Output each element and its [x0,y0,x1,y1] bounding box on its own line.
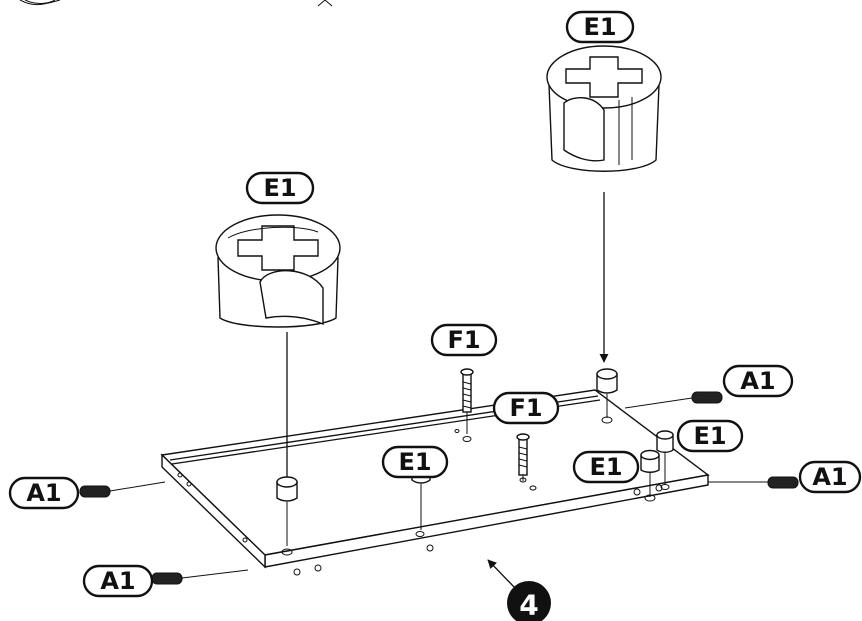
label-a1-bottom-left: A1 [82,564,154,598]
svg-text:A1: A1 [812,463,847,491]
step-number-badge [507,581,551,621]
label-a1-right: A1 [798,460,862,494]
label-e1-center: E1 [381,445,449,479]
svg-text:E1: E1 [693,422,726,450]
svg-text:E1: E1 [398,448,431,476]
label-f1-lower: F1 [492,391,560,425]
svg-text:A1: A1 [100,567,135,595]
label-e1-large-left: E1 [245,171,315,205]
cam-bolt [460,368,530,481]
svg-text:E1: E1 [589,453,622,481]
label-f1-upper: F1 [430,323,498,357]
cam-lock-large-left [215,214,341,328]
wood-dowel [79,391,799,585]
label-a1-left: A1 [8,476,80,510]
partial-previous-drawing [19,0,333,7]
svg-text:E1: E1 [583,13,616,41]
svg-text:A1: A1 [26,479,61,507]
label-e1-top-right: E1 [565,10,635,44]
label-e1-right-lower: E1 [572,450,640,484]
label-e1-right-upper: E1 [676,419,744,453]
cam-lock-large-right [546,45,662,172]
step-number: 4 [519,589,538,621]
label-a1-top-right: A1 [722,364,794,398]
svg-text:F1: F1 [509,394,542,422]
svg-text:A1: A1 [740,367,775,395]
step-pointer: 4 [487,559,551,621]
svg-text:E1: E1 [263,174,296,202]
svg-text:F1: F1 [447,326,480,354]
